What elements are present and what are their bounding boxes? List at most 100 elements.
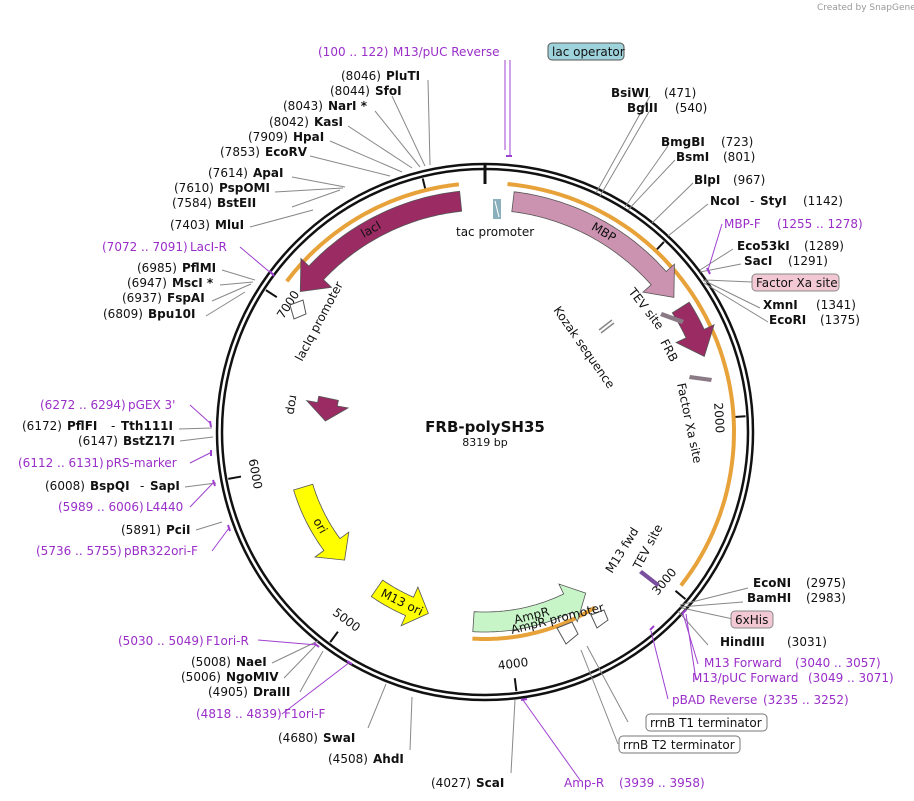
enzyme-name: NarI * — [328, 99, 368, 113]
primer-markers — [209, 155, 711, 701]
enzyme-sep: - — [140, 479, 144, 493]
enzyme-pos: (7909) — [248, 130, 288, 144]
enzyme-pos: (1375) — [820, 313, 860, 327]
primer-name: Amp-R — [564, 776, 604, 790]
enzyme-pos: (8043) — [283, 99, 323, 113]
tick-mark — [674, 590, 687, 600]
enzyme-name: BsmI — [676, 150, 709, 164]
enzyme-pos: (6147) — [78, 434, 118, 448]
enzyme-pos: (3031) — [787, 635, 827, 649]
primer-name: F1ori-R — [206, 634, 249, 648]
feature-label: ori — [310, 515, 330, 535]
enzyme-name: EcoRV — [265, 145, 308, 159]
primer-name: pGEX 3' — [128, 398, 175, 412]
primer-range: (3049 .. 3071) — [808, 671, 894, 685]
primer-name: L4440 — [146, 500, 183, 514]
kozak-label: Kozak sequence — [551, 304, 618, 391]
enzyme-name: HpaI — [293, 130, 324, 144]
enzyme-pos: (1341) — [816, 298, 856, 312]
tick-label: 5000 — [330, 605, 363, 634]
feature-ori — [293, 483, 350, 561]
rrnb-t1-box: rrnB T1 terminator — [645, 713, 768, 732]
enzyme-pos: (801) — [723, 150, 755, 164]
enzyme-name: AhdI — [373, 752, 404, 766]
enzyme-name: SacI — [744, 254, 772, 268]
enzyme-name: PflMI — [182, 261, 216, 275]
enzyme-name: PflFI — [67, 419, 97, 433]
enzyme-name: PluTI — [386, 69, 420, 83]
enzyme-pos: (5891) — [121, 523, 161, 537]
primer-name: pRS-marker — [106, 456, 177, 470]
enzyme-pos: (1142) — [803, 194, 843, 208]
enzyme-name: Eco53kI — [737, 239, 790, 253]
primer-name: pBR322ori-F — [124, 544, 198, 558]
enzyme-name: MluI — [215, 218, 244, 232]
primer-range: (4818 .. 4839) — [196, 707, 282, 721]
enzyme-pos: (5006) — [181, 670, 221, 684]
svg-text:lac operator: lac operator — [552, 45, 625, 59]
primer-range: (5736 .. 5755) — [36, 544, 122, 558]
primer-range: (5989 .. 6006) — [58, 500, 144, 514]
primer-range: (1255 .. 1278) — [777, 217, 863, 231]
orf-arc — [507, 182, 737, 587]
orf-arc — [285, 182, 460, 283]
tev-site-glyph — [660, 312, 684, 324]
enzyme-name: ScaI — [476, 776, 504, 790]
enzyme-pos: (4027) — [431, 776, 471, 790]
enzyme-name: PciI — [166, 523, 191, 537]
enzyme-name: SapI — [150, 479, 180, 493]
enzyme-pos: (8044) — [330, 84, 370, 98]
tick-label: 4000 — [497, 655, 529, 673]
enzyme-pos: (7403) — [170, 218, 210, 232]
primer-range: (5030 .. 5049) — [118, 634, 204, 648]
feature-label: rop — [284, 394, 301, 415]
enzyme-pos: (6985) — [137, 261, 177, 275]
plasmid-length: 8319 bp — [462, 436, 507, 449]
enzyme-name: BmgBI — [661, 135, 705, 149]
enzyme-name: BspQI — [90, 479, 130, 493]
factor-xa-label: Factor Xa site — [674, 382, 705, 465]
frb-label: FRB — [657, 337, 680, 364]
primer-leaders — [189, 60, 753, 781]
tick-mark — [265, 289, 278, 299]
enzyme-pos: (4680) — [278, 731, 318, 745]
enzyme-name: StyI — [760, 194, 787, 208]
tick-label: 6000 — [246, 458, 265, 491]
primer-name: M13 Forward — [704, 656, 782, 670]
enzyme-name: DraIII — [253, 685, 290, 699]
primer-range: (100 .. 122) — [318, 45, 388, 59]
enzyme-name: NaeI — [236, 655, 267, 669]
primer-range: (3939 .. 3958) — [619, 776, 705, 790]
enzyme-name: PspOMI — [219, 181, 270, 195]
enzyme-name: BlpI — [694, 173, 720, 187]
enzyme-pos: (6947) — [127, 276, 167, 290]
tick-mark — [228, 475, 242, 480]
snapgene-credit: Created by SnapGene — [817, 3, 914, 13]
primer-list: (100 .. 122) M13/pUC Reverse MBP-F (1255… — [18, 45, 894, 790]
enzyme-name: NgoMIV — [226, 670, 279, 684]
enzyme-name: BamHI — [747, 591, 791, 605]
enzyme-name: Tth111I — [121, 419, 173, 433]
enzyme-pos: (4905) — [208, 685, 248, 699]
enzyme-pos: (6937) — [122, 291, 162, 305]
primer-name: pBAD Reverse — [672, 693, 757, 707]
feature-frb — [671, 301, 715, 357]
feature-laci — [299, 190, 463, 293]
enzyme-pos: (7614) — [208, 166, 248, 180]
enzyme-name: BstZ17I — [123, 434, 175, 448]
primer-name: LacI-R — [190, 240, 227, 254]
enzyme-name: BsiWI — [611, 86, 649, 100]
enzyme-pos: (4508) — [328, 752, 368, 766]
enzyme-list-left: (8046) PluTI (8044) SfoI (8043) NarI * (… — [22, 69, 504, 790]
enzyme-name: FspAI — [167, 291, 205, 305]
feature-rop — [305, 395, 350, 422]
feature-mbp — [511, 191, 675, 298]
primer-name: M13/pUC Reverse — [393, 45, 500, 59]
enzyme-name: KasI — [314, 115, 343, 129]
primer-name: F1ori-F — [284, 707, 325, 721]
enzyme-pos: (1289) — [804, 239, 844, 253]
factor-xa-glyph — [689, 375, 712, 382]
tick-mark — [329, 631, 339, 643]
kozak-glyph — [598, 319, 615, 334]
